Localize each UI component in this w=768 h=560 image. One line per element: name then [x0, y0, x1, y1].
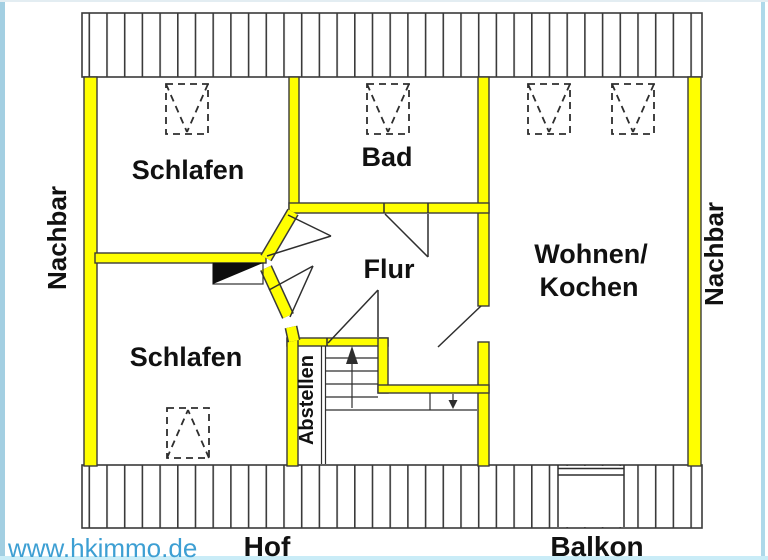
- balcony-door: [557, 465, 625, 527]
- room-label-flur: Flur: [364, 254, 415, 284]
- door-schlafen-top: [266, 214, 332, 257]
- wall-right-outer: [687, 76, 702, 467]
- door-bad: [384, 213, 429, 258]
- outside-label-hof: Hof: [244, 531, 291, 560]
- wall-between-schlafen: [94, 252, 267, 264]
- wall-wohnen-west-upper: [477, 76, 490, 307]
- wall-stair-north: [286, 337, 389, 347]
- roof-hatch-top: [81, 12, 703, 78]
- stair-down-arrow: [448, 394, 458, 409]
- roof-windows: [165, 83, 655, 459]
- window-icon: [611, 83, 655, 135]
- door-stairs: [327, 289, 379, 344]
- walls: [83, 76, 702, 467]
- neighbor-label-left: Nachbar: [42, 186, 72, 290]
- frame-top-edge: [0, 0, 768, 2]
- wall-landing-south: [377, 384, 490, 394]
- wall-bad-south: [288, 202, 490, 214]
- room-label-schlafen-top: Schlafen: [132, 155, 245, 185]
- staircase: [320, 346, 477, 464]
- wall-wohnen-west-lower: [477, 341, 490, 467]
- stair-up-arrow: [346, 346, 358, 408]
- outside-label-balkon: Balkon: [550, 531, 643, 560]
- room-label-wohnen-line1: Wohnen/: [534, 239, 648, 269]
- room-label-schlafen-bottom: Schlafen: [130, 342, 243, 372]
- window-icon: [166, 407, 210, 459]
- labels: Schlafen Bad Flur Wohnen/ Kochen Schlafe…: [7, 142, 729, 560]
- door-swings: [266, 213, 482, 348]
- window-icon: [366, 83, 410, 135]
- room-label-abstellen: Abstellen: [296, 355, 318, 445]
- door-schlafen-bottom: [268, 265, 314, 318]
- neighbor-label-right: Nachbar: [699, 202, 729, 306]
- window-icon: [165, 83, 209, 135]
- room-label-wohnen-line2: Kochen: [539, 272, 638, 302]
- watermark-url: www.hkimmo.de: [7, 533, 197, 560]
- roof-hatch-bottom: [81, 464, 703, 529]
- chimney: [212, 262, 264, 285]
- wall-left-outer: [83, 76, 98, 467]
- wall-diagonals: [260, 208, 301, 343]
- window-icon: [527, 83, 571, 135]
- door-wohnen: [437, 305, 482, 348]
- wall-bad-west: [288, 76, 300, 214]
- frame-left-edge: [0, 0, 5, 560]
- frame-bottom-edge: [0, 556, 768, 560]
- frame-right-edge: [761, 0, 765, 560]
- room-label-bad: Bad: [361, 142, 412, 172]
